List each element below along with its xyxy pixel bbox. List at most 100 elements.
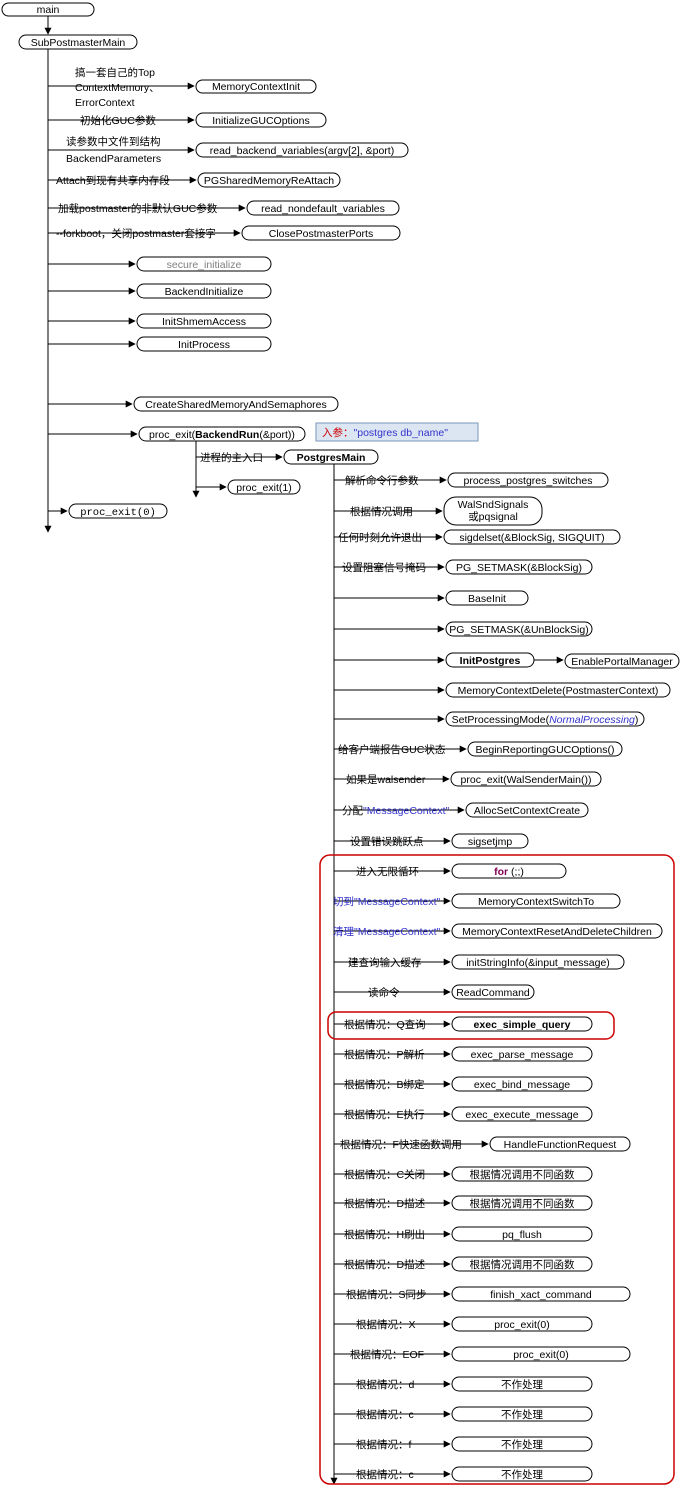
svg-text:proc_exit(0): proc_exit(0) (80, 507, 156, 519)
label-d1: 根据情况：D描述 (344, 1197, 426, 1210)
label-rnv: 加载postmaster的非默认GUC参数 (58, 202, 218, 215)
svg-text:InitializeGUCOptions: InitializeGUCOptions (212, 115, 309, 127)
svg-text:或pqsignal: 或pqsignal (468, 511, 518, 523)
label-ff: 根据情况：f (356, 1438, 411, 1451)
right-spine-edges (334, 476, 564, 1478)
svg-text:PG_SETMASK(&BlockSig): PG_SETMASK(&BlockSig) (456, 562, 582, 574)
label-pgmain: 进程的主入口 (200, 451, 263, 464)
node-readcommand: ReadCommand (451, 984, 535, 1000)
node-baseinit: BaseInit (445, 590, 529, 606)
svg-text:InitShmemAccess: InitShmemAccess (162, 316, 246, 328)
svg-text:read_nondefault_variables: read_nondefault_variables (261, 203, 385, 215)
label-mcst: 切到"MessageContext" (333, 896, 441, 908)
node-proc-exit-eof: proc_exit(0) (451, 1346, 631, 1362)
node-proc-exit-x: proc_exit(0) (451, 1316, 593, 1332)
node-noop-c-2: 不作处理 (451, 1466, 593, 1482)
node-memorycontextresetanddeletechildren: MemoryContextResetAndDeleteChildren (451, 923, 663, 939)
label-sigsetjmp: 设置错误跳跃点 (350, 835, 424, 848)
node-pgsharedmemoryreattach: PGSharedMemoryReAttach (197, 172, 341, 188)
for-condition: (;;) (508, 866, 524, 878)
label-sigdel: 任何时刻允许退出 (338, 531, 422, 544)
label-p: 根据情况：P解析 (344, 1048, 425, 1061)
svg-text:BackendInitialize: BackendInitialize (165, 286, 244, 298)
setprocessingmode-suffix: ) (635, 714, 639, 726)
node-pq-flush: pq_flush (451, 1226, 593, 1242)
svg-text:finish_xact_command: finish_xact_command (490, 1289, 592, 1301)
label-c: 根据情况：C关闭 (344, 1168, 425, 1181)
label-pewsm: 如果是walsender (346, 773, 426, 786)
node-main: main (1, 2, 95, 17)
label-rc: 读命令 (368, 986, 400, 999)
node-sigsetjmp: sigsetjmp (451, 833, 529, 849)
node-pg-setmask-block: PG_SETMASK(&BlockSig) (445, 559, 593, 575)
label-x: 根据情况：X (356, 1318, 416, 1331)
node-finish-xact-command: finish_xact_command (451, 1286, 631, 1302)
svg-text:proc_exit(0): proc_exit(0) (494, 1319, 549, 1331)
label-e: 根据情况：E执行 (344, 1108, 425, 1121)
node-exec-simple-query: exec_simple_query (451, 1016, 593, 1032)
setprocessingmode-prefix: SetProcessingMode( (452, 714, 550, 726)
proc-exit-suffix: (&port)) (259, 429, 295, 441)
label-for: 进入无限循环 (356, 865, 419, 878)
left-edge-labels: 搞一套自己的Top ContextMemory、 ErrorContext 初始… (56, 66, 263, 464)
backendrun-bold: BackendRun (195, 429, 259, 441)
node-describe-diff-2: 根据情况调用不同函数 (451, 1256, 593, 1272)
node-initpostgres: InitPostgres (445, 652, 535, 668)
svg-text:proc_exit(BackendRun(&port)): proc_exit(BackendRun(&port)) (149, 429, 295, 441)
svg-text:不作处理: 不作处理 (501, 1439, 543, 1451)
node-subpostmastermain: SubPostmasterMain (18, 34, 138, 50)
label-cpp: --forkboot，关闭postmaster套接字 (56, 227, 216, 240)
right-edge-labels: 解析命令行参数 根据情况调用 任何时刻允许退出 设置阻塞信号掩码 给客户端报告G… (333, 474, 462, 1481)
svg-text:根据情况调用不同函数: 根据情况调用不同函数 (470, 1258, 575, 1271)
label-mci-2: ContextMemory、 (75, 82, 160, 94)
label-mci-1: 搞一套自己的Top (75, 66, 155, 79)
node-pg-setmask-unblock: PG_SETMASK(&UnBlockSig) (445, 621, 593, 637)
svg-text:secure_initialize: secure_initialize (167, 259, 242, 271)
node-initializegucoptions: InitializeGUCOptions (195, 112, 327, 128)
svg-text:MemoryContextResetAndDeleteChi: MemoryContextResetAndDeleteChildren (462, 926, 652, 938)
svg-text:PGSharedMemoryReAttach: PGSharedMemoryReAttach (204, 175, 334, 187)
svg-text:sigsetjmp: sigsetjmp (468, 836, 513, 848)
svg-text:SubPostmasterMain: SubPostmasterMain (31, 37, 126, 49)
node-proc-exit-0: proc_exit(0) (68, 503, 168, 519)
node-handlefunctionrequest: HandleFunctionRequest (489, 1136, 631, 1152)
label-mci-3: ErrorContext (75, 97, 135, 109)
node-read-nondefault-variables: read_nondefault_variables (246, 200, 400, 216)
svg-text:main: main (37, 4, 60, 16)
node-noop-c: 不作处理 (451, 1406, 593, 1422)
label-q: 根据情况：Q查询 (344, 1018, 426, 1031)
node-memorycontextdelete: MemoryContextDelete(PostmasterContext) (445, 682, 671, 698)
svg-text:InitProcess: InitProcess (178, 339, 230, 351)
svg-text:process_postgres_switches: process_postgres_switches (464, 475, 593, 487)
label-rbv-1: 读参数中文件到结构 (66, 135, 161, 148)
svg-text:proc_exit(WalSenderMain()): proc_exit(WalSenderMain()) (461, 774, 592, 786)
label-b: 根据情况：B绑定 (344, 1078, 425, 1091)
node-noop-d: 不作处理 (451, 1376, 593, 1392)
svg-text:InitPostgres: InitPostgres (460, 655, 521, 667)
svg-text:proc_exit(1): proc_exit(1) (236, 482, 291, 494)
label-ascc-prefix: 分配 (342, 805, 363, 817)
svg-text:不作处理: 不作处理 (501, 1469, 543, 1481)
node-proc-exit-1: proc_exit(1) (227, 479, 301, 495)
label-isi: 建查询输入缓存 (348, 956, 422, 969)
svg-text:ReadCommand: ReadCommand (456, 987, 530, 999)
node-proc-exit-walsendermain: proc_exit(WalSenderMain()) (450, 771, 602, 787)
label-pgsm1: 设置阻塞信号掩码 (342, 561, 426, 574)
svg-text:exec_simple_query: exec_simple_query (474, 1019, 571, 1031)
spine-lines (44, 16, 338, 1485)
label-s: 根据情况：S同步 (346, 1288, 427, 1301)
svg-text:BeginReportingGUCOptions(): BeginReportingGUCOptions() (476, 744, 615, 756)
param-note-prefix: 入参： (322, 426, 354, 439)
label-brgo: 给客户端报告GUC状态 (338, 743, 446, 756)
label-pps: 解析命令行参数 (345, 474, 419, 487)
svg-text:proc_exit(0): proc_exit(0) (513, 1349, 568, 1361)
node-initprocess: InitProcess (136, 336, 272, 352)
svg-text:sigdelset(&BlockSig, SIGQUIT): sigdelset(&BlockSig, SIGQUIT) (459, 532, 604, 544)
label-dd: 根据情况：d (356, 1378, 414, 1391)
svg-text:AllocSetContextCreate: AllocSetContextCreate (474, 805, 580, 817)
svg-text:MemoryContextSwitchTo: MemoryContextSwitchTo (478, 896, 594, 908)
label-f: 根据情况：F快速函数调用 (340, 1138, 462, 1151)
proc-exit-prefix: proc_exit( (149, 429, 196, 441)
label-pgra: Attach到现有共享内存段 (56, 174, 170, 187)
